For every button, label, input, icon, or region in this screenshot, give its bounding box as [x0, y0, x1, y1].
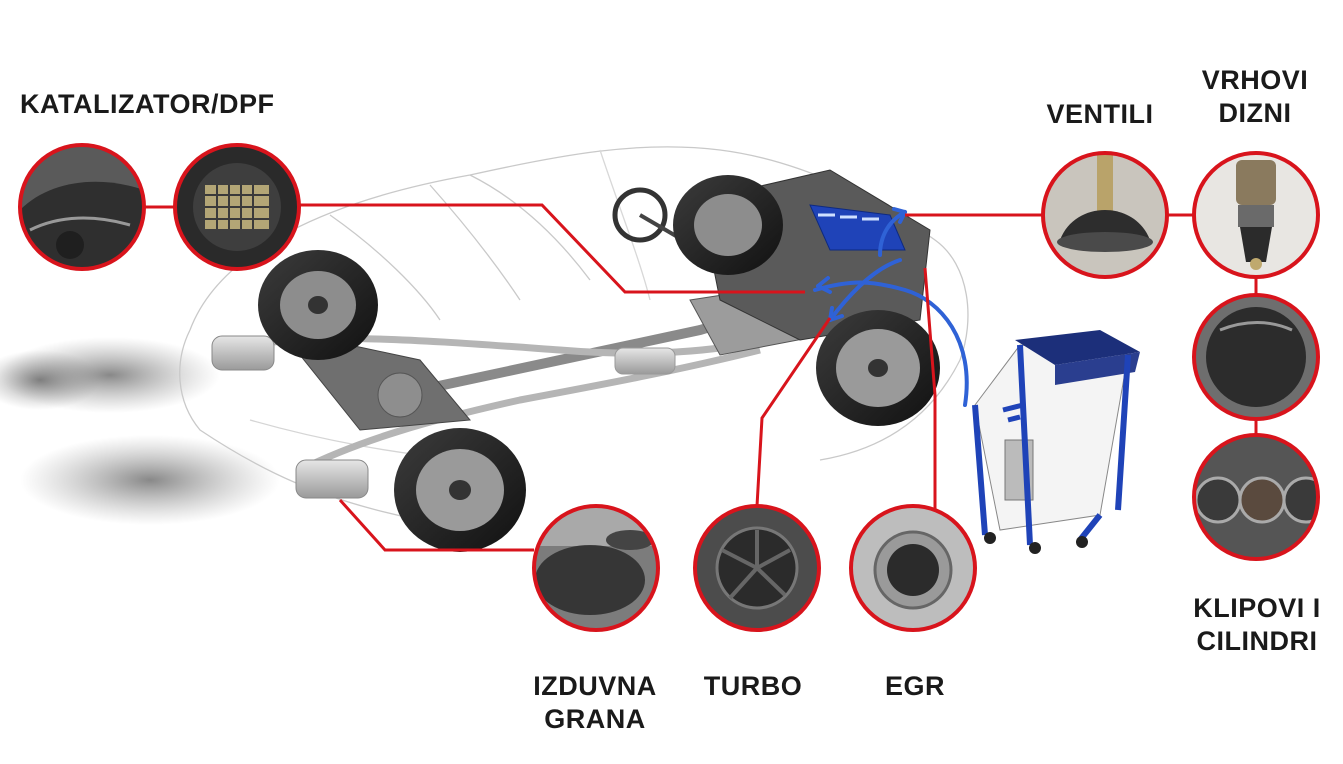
line-izduvna: [338, 498, 534, 552]
line-dpf: [299, 203, 805, 294]
label-klipovi-cilindri: KLIPOVI I CILINDRI: [1193, 593, 1321, 656]
wheels: [258, 175, 940, 552]
piston-carbon-photo: [1192, 293, 1320, 421]
cylinder-block-photo: [1192, 433, 1320, 561]
wheel-front-top: [673, 175, 783, 275]
exhaust-smoke-photo: [532, 504, 660, 632]
wheel-rear-top: [258, 250, 378, 360]
line-turbo: [755, 317, 832, 507]
valve-carbon-photo: [1041, 151, 1169, 279]
label-ventili: VENTILI: [1046, 99, 1154, 129]
label-egr: EGR: [884, 671, 945, 701]
callout-lines: [144, 203, 1258, 552]
wheel-rear-bottom: [394, 428, 526, 552]
injector-tip-photo: [1192, 151, 1320, 279]
wheel-front-bottom: [816, 310, 940, 426]
dpf-filter-photo: [173, 143, 301, 271]
exhaust-smoke: [0, 337, 280, 525]
label-izduvna-grana: IZDUVNA GRANA: [533, 671, 657, 734]
label-vrhovi-dizni: VRHOVI DIZNI: [1201, 65, 1309, 128]
line-egr: [923, 267, 937, 510]
cleaning-machine: [972, 330, 1140, 554]
egr-valve-photo: [849, 504, 977, 632]
catalyst-soot-photo: [18, 143, 146, 271]
label-turbo: TURBO: [703, 671, 803, 701]
flow-arrows: [813, 207, 969, 407]
turbo-carbon-photo: [693, 504, 821, 632]
label-katalizator-dpf: KATALIZATOR/DPF: [20, 89, 275, 119]
